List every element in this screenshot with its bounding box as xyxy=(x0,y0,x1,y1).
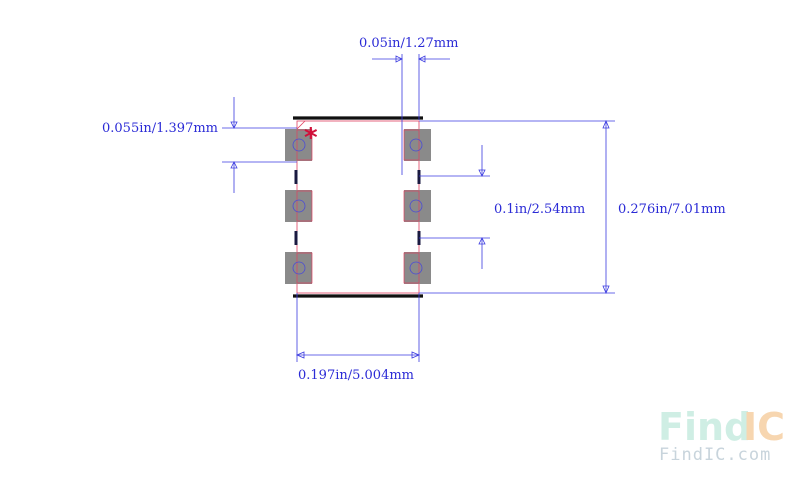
dimension-label-body-width: 0.197in/5.004mm xyxy=(298,368,414,383)
dimension-label-pitch-horizontal: 0.05in/1.27mm xyxy=(359,36,458,51)
dimension-pitch-vertical: 0.1in/2.54mm xyxy=(419,145,585,269)
dimension-body-width: 0.197in/5.004mm xyxy=(295,293,421,383)
dimension-pitch-horizontal: 0.05in/1.27mm xyxy=(359,36,458,175)
dimension-label-body-height: 0.276in/7.01mm xyxy=(618,202,726,217)
pad-3-center-mark xyxy=(292,261,306,275)
pad-5 xyxy=(404,190,431,222)
pad-6-boundary xyxy=(403,252,420,284)
pad-1 xyxy=(285,129,312,161)
pad-4 xyxy=(404,129,431,161)
pad-1-center-mark xyxy=(292,138,306,152)
pad-4-center-mark xyxy=(409,138,423,152)
pad-3-boundary xyxy=(296,252,313,284)
pad-2 xyxy=(285,190,312,222)
pads xyxy=(285,129,431,284)
dimension-pad-height: 0.055in/1.397mm xyxy=(102,97,297,193)
pin1-marker: * xyxy=(304,123,318,153)
dimension-body-height: 0.276in/7.01mm xyxy=(419,119,726,295)
pad-4-boundary xyxy=(403,129,420,161)
logo-site-text: FindIC.com xyxy=(659,445,771,465)
logo-find-text: Find xyxy=(658,405,751,449)
dimension-label-pad-height: 0.055in/1.397mm xyxy=(102,121,218,136)
findic-logo: Find IC FindIC.com xyxy=(658,405,785,465)
pin1-chamfer xyxy=(296,120,306,130)
pad-6-center-mark xyxy=(409,261,423,275)
pad-1-boundary xyxy=(296,129,313,161)
pad-6 xyxy=(404,252,431,284)
logo-ic-text: IC xyxy=(743,405,785,449)
pad-2-boundary xyxy=(296,190,313,222)
dimension-label-pitch-vertical: 0.1in/2.54mm xyxy=(494,202,585,217)
pad-5-center-mark xyxy=(409,199,423,213)
pad-3 xyxy=(285,252,312,284)
pad-2-center-mark xyxy=(292,199,306,213)
pad-5-boundary xyxy=(403,190,420,222)
